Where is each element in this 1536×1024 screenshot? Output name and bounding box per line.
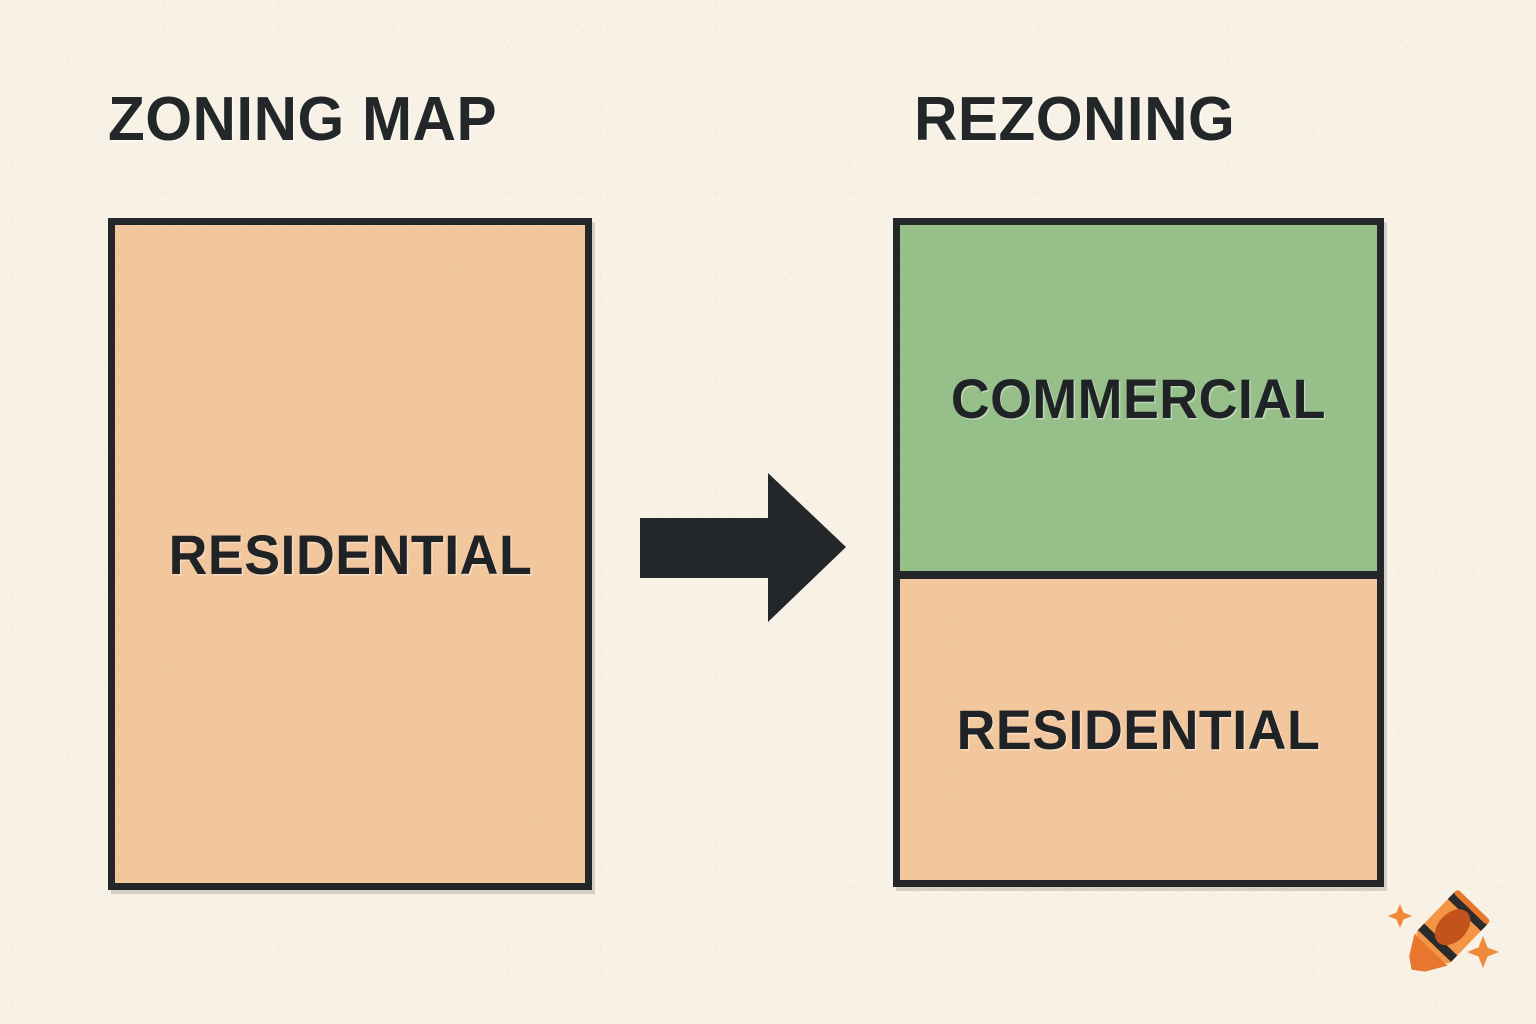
zone-band-commercial[interactable]: COMMERCIAL [900,225,1377,579]
panel-title-after: REZONING [914,85,1236,154]
right-arrow-icon [638,470,848,625]
zone-label-commercial: COMMERCIAL [950,366,1327,430]
zone-band-residential[interactable]: RESIDENTIAL [900,579,1377,880]
zone-label-residential-before: RESIDENTIAL [168,522,532,586]
zone-label-residential-after: RESIDENTIAL [956,698,1321,761]
zone-label-wrapper: RESIDENTIAL [115,225,585,883]
sparkle-icon [1388,904,1499,968]
crayon-icon [1386,872,1508,994]
parcel-box-before[interactable]: RESIDENTIAL [108,218,592,890]
panel-title-before: ZONING MAP [108,85,498,154]
parcel-box-after[interactable]: COMMERCIAL RESIDENTIAL [893,218,1384,887]
